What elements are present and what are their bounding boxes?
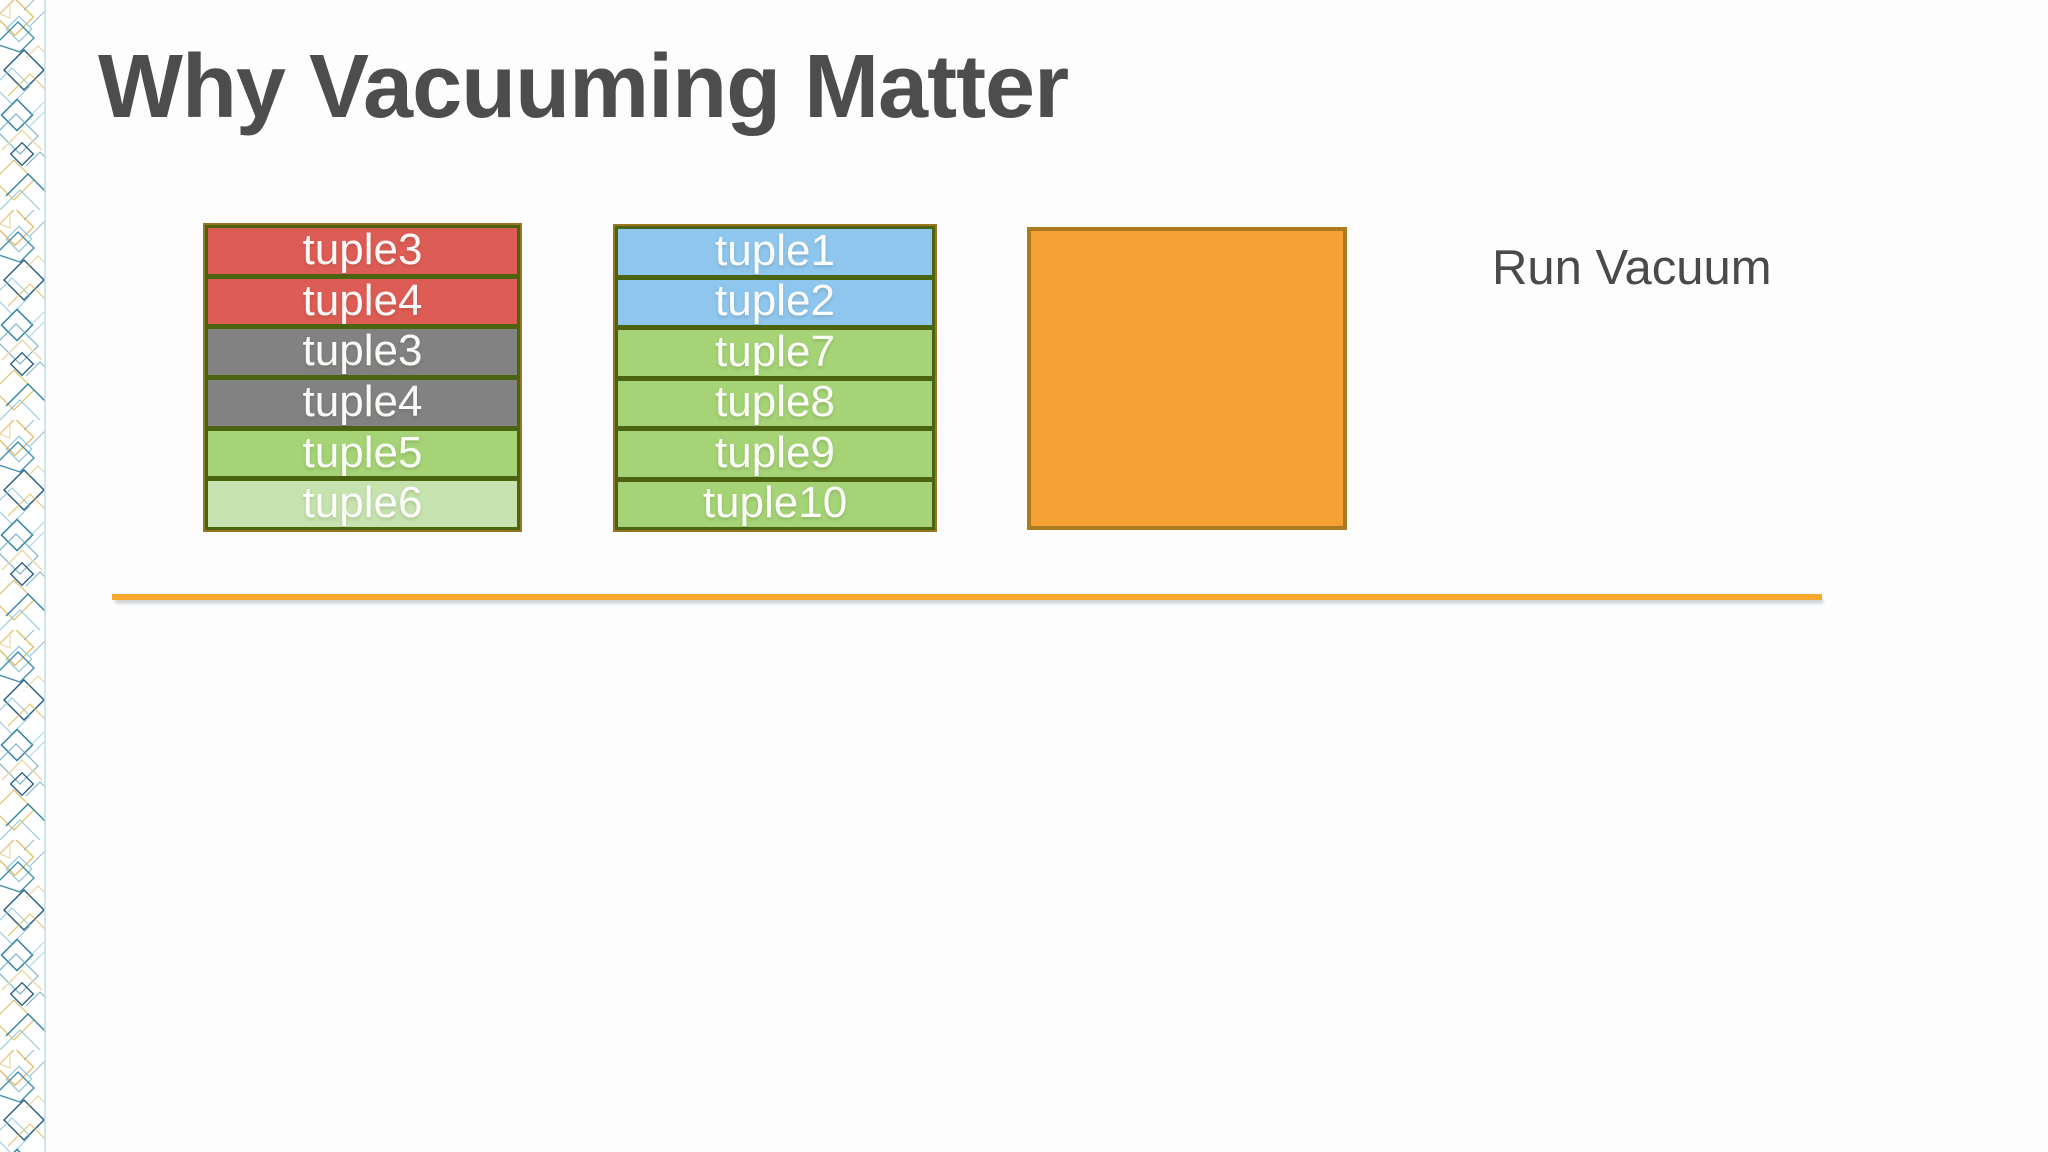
tuple-row: tuple7 bbox=[615, 327, 935, 379]
tuple-row: tuple6 bbox=[205, 478, 520, 531]
tuple-label: tuple4 bbox=[302, 376, 423, 426]
tuple-label: tuple3 bbox=[302, 224, 423, 274]
tuple-label: tuple7 bbox=[715, 326, 835, 376]
tuple-row: tuple1 bbox=[615, 226, 935, 278]
tuple-row: tuple8 bbox=[615, 377, 935, 429]
slide-title: Why Vacuuming Matter bbox=[98, 37, 1069, 137]
tuple-label: tuple5 bbox=[302, 427, 423, 477]
tuple-row: tuple4 bbox=[205, 275, 520, 328]
tuple-label: tuple1 bbox=[715, 225, 835, 275]
run-vacuum-label: Run Vacuum bbox=[1492, 241, 1772, 295]
tuple-label: tuple2 bbox=[715, 276, 835, 326]
tuple-label: tuple9 bbox=[715, 427, 835, 477]
tuple-row: tuple10 bbox=[615, 478, 935, 530]
left-decorative-border-pattern bbox=[0, 0, 47, 1152]
tuple-row: tuple5 bbox=[205, 427, 520, 480]
heap-page-3-empty bbox=[1027, 227, 1347, 530]
tuple-label: tuple10 bbox=[702, 478, 848, 528]
divider-line bbox=[112, 594, 1822, 600]
tuple-row: tuple3 bbox=[205, 225, 520, 277]
tuple-row: tuple9 bbox=[615, 428, 935, 480]
tuple-row: tuple2 bbox=[615, 276, 935, 328]
tuple-label: tuple8 bbox=[715, 377, 835, 427]
tuple-label: tuple4 bbox=[302, 275, 423, 325]
tuple-label: tuple6 bbox=[302, 478, 423, 528]
tuple-row: tuple4 bbox=[205, 377, 520, 429]
tuple-row: tuple3 bbox=[205, 326, 520, 379]
tuple-label: tuple3 bbox=[302, 326, 423, 376]
